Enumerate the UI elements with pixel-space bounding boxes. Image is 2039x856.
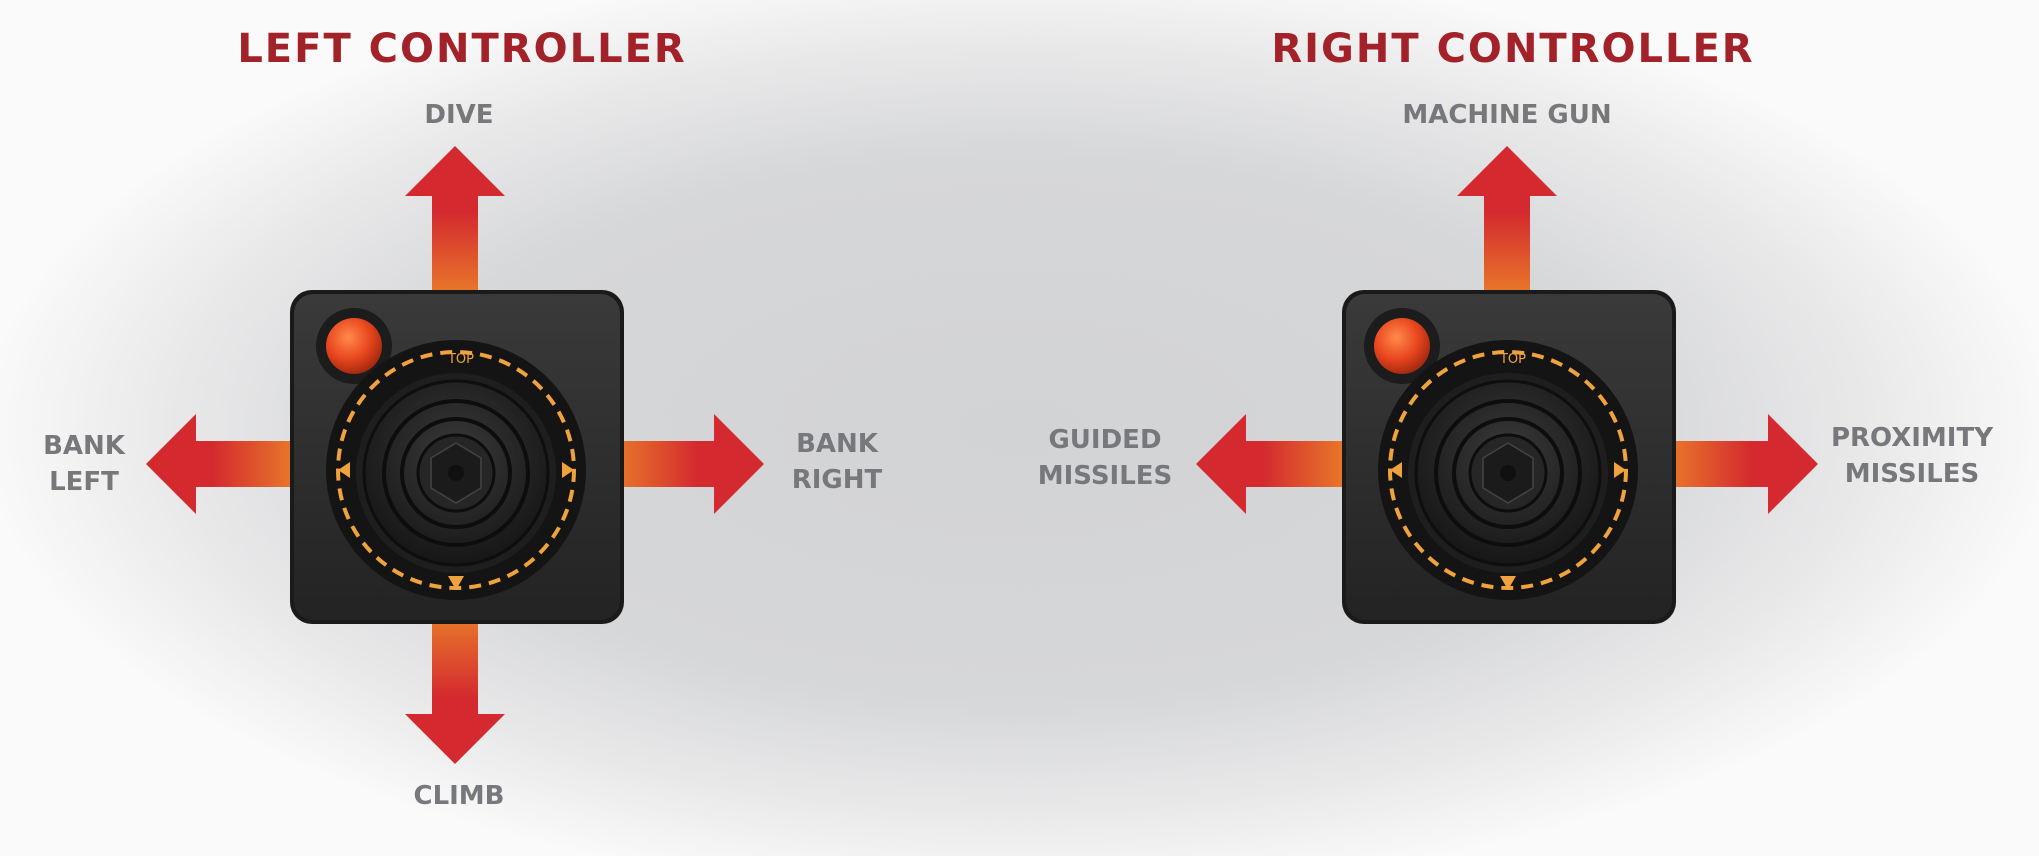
- right-arrow-icon: [1670, 414, 1818, 514]
- proximity-missiles-label-line1: PROXIMITY: [1830, 423, 1994, 453]
- dive-label: DIVE: [424, 100, 494, 130]
- bank-right-label-line1: BANK: [796, 429, 878, 459]
- svg-text:TOP: TOP: [1499, 352, 1526, 367]
- up-arrow-icon: [405, 146, 505, 294]
- climb-label: CLIMB: [413, 781, 505, 811]
- machine-gun-label: MACHINE GUN: [1402, 100, 1612, 130]
- fire-button-icon: [1374, 318, 1430, 374]
- bank-right-label-line2: RIGHT: [791, 465, 883, 495]
- right-arrow-icon: [616, 414, 764, 514]
- left-controller-title: LEFT CONTROLLER: [237, 26, 687, 72]
- up-arrow-icon: [1457, 146, 1557, 294]
- down-arrow-icon: [405, 616, 505, 764]
- right-controller-title: RIGHT CONTROLLER: [1271, 26, 1755, 72]
- right-joystick-icon: TOP: [1342, 290, 1676, 624]
- guided-missiles-label-line1: GUIDED: [1048, 425, 1162, 455]
- left-arrow-icon: [1196, 414, 1344, 514]
- left-joystick-icon: TOP: [290, 290, 624, 624]
- bank-left-label-line1: BANK: [43, 431, 125, 461]
- left-arrow-icon: [146, 414, 294, 514]
- bank-left-label-line2: LEFT: [49, 467, 119, 497]
- guided-missiles-label: GUIDED MISSILES: [955, 422, 1255, 494]
- bank-left-label: BANK LEFT: [0, 428, 234, 500]
- proximity-missiles-label-line2: MISSILES: [1844, 459, 1980, 489]
- bank-right-label: BANK RIGHT: [687, 426, 987, 498]
- guided-missiles-label-line2: MISSILES: [1037, 461, 1173, 491]
- fire-button-icon: [326, 318, 382, 374]
- svg-text:TOP: TOP: [447, 352, 474, 367]
- proximity-missiles-label: PROXIMITY MISSILES: [1762, 420, 2039, 492]
